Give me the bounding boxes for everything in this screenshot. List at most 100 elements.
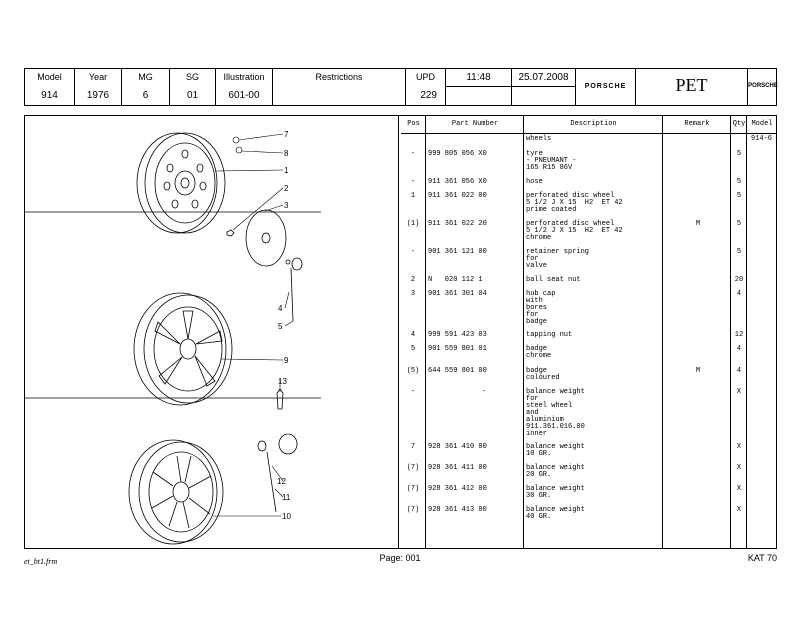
illustration-label: Illustration [223,72,265,82]
row-qty: 20 [734,276,744,284]
row-qty: 4 [736,345,742,353]
cast-wheel-drawing [128,433,298,545]
row-pos: (7) [406,485,420,493]
row-qty: 4 [736,290,742,298]
header-model-cell: Model 914 [25,69,75,105]
row-qty: X [736,464,742,472]
footer-catalog: KAT 70 [747,553,777,563]
callout-2: 2 [284,184,289,193]
header-upd-cell: UPD 229 [406,69,446,105]
row-qty: 5 [736,220,742,228]
row-remark: M [695,367,701,375]
header-brand-left-cell: PORSCHE [576,69,636,105]
pos-column [401,116,426,548]
row-pos: (7) [406,506,420,514]
header-sg-cell: SG 01 [170,69,216,105]
remark-column [663,116,731,548]
upd-value: 229 [420,90,437,101]
callout-3: 3 [284,201,289,210]
row-pos: 7 [410,443,416,451]
row-part-number: 644 559 801 00 [428,367,487,375]
row-pos: 5 [410,345,416,353]
row-part-number: 911 361 022 00 [428,192,487,200]
porsche-logo-right: PORSCHE [748,83,778,89]
row-description: balance weight 10 GR. [526,443,585,458]
row-part-number: 999 591 423 03 [428,331,487,339]
row-part-number: 999 805 056 X0 [428,150,487,158]
row-pos: - [410,150,416,158]
callout-1: 1 [284,166,289,175]
header-restrictions-cell: Restrictions [273,69,406,105]
parts-table: Pos Part Number Description Remark Qty M… [401,116,777,548]
row-part-number: 928 361 410 00 [428,443,487,451]
illustration-value: 601-00 [228,90,260,101]
row-remark: M [695,220,701,228]
row-qty: 5 [736,150,742,158]
header-time-cell: 11:48 [446,69,512,105]
row-part-number: 928 361 413 00 [428,506,487,514]
row-description: balance weight for steel wheel and alumi… [526,388,585,438]
row-description: ball seat nut [526,276,581,284]
callout-7: 7 [284,130,289,139]
footer-form-name: et_bt1.frm [24,557,58,566]
qty-column [731,116,747,548]
row-qty: X [736,485,742,493]
row-qty: 5 [736,248,742,256]
header-model: Model [751,120,773,128]
row-part-number: 928 361 412 00 [428,485,487,493]
main-frame: 7 8 1 2 3 4 5 9 13 12 11 10 Pos Part Num… [24,115,777,549]
row-qty: 4 [736,367,742,375]
footer-page-number: Page: 001 [379,553,421,563]
header-mg-cell: MG 6 [122,69,170,105]
row-pos: - [410,248,416,256]
row-qty: 5 [736,192,742,200]
row-pos: (1) [406,220,420,228]
header-year-cell: Year 1976 [75,69,122,105]
row-qty: X [736,443,742,451]
header-bar: Model 914 Year 1976 MG 6 SG 01 Illustrat… [24,68,778,106]
upd-label: UPD [415,72,435,82]
row-part-number: 901 361 301 04 [428,290,487,298]
porsche-logo-left: PORSCHE [584,83,627,90]
row-qty: 5 [736,178,742,186]
callout-leader-lines [213,133,294,517]
callout-12: 12 [277,477,286,486]
header-illustration-cell: Illustration 601-00 [216,69,273,105]
row-description: retainer spring for valve [526,248,590,270]
sg-label: SG [185,72,199,82]
row-part-number: 901 559 801 01 [428,345,487,353]
row-pos: 3 [410,290,416,298]
callout-4: 4 [278,304,283,313]
steel-wheel-drawing [25,132,321,234]
callout-9: 9 [284,356,289,365]
header-description: Description [570,120,617,128]
row-description: perforated disc wheel 5 1/2 J X 15 H2 ET… [526,220,623,242]
row-description: wheels [526,135,552,143]
row-pos: - [410,388,416,396]
row-part-number: 928 361 411 00 [428,464,487,472]
part-number-column [426,116,524,548]
row-description: balance weight 40 GR. [526,506,585,521]
header-date-cell: 25.07.2008 [512,69,576,105]
mg-value: 6 [142,90,149,101]
row-description: balance weight 20 GR. [526,464,585,479]
wheel-diagram: 7 8 1 2 3 4 5 9 13 12 11 10 [25,130,321,545]
callout-5: 5 [278,322,283,331]
hub-cap-drawing [226,209,303,322]
app-name: PET [675,75,708,95]
mg-label: MG [138,72,153,82]
row-pos: (7) [406,464,420,472]
row-part-number: 911 361 056 X0 [428,178,487,186]
time-value: 11:48 [466,72,491,83]
row-part-number: 911 361 022 20 [428,220,487,228]
callout-8: 8 [284,149,289,158]
row-qty: X [736,388,742,396]
header-pos: Pos [407,120,420,128]
row-pos: 1 [410,192,416,200]
callout-13: 13 [278,377,287,386]
model-value: 914 [41,90,58,101]
row-description: badge coloured [526,367,560,382]
row-pos: (5) [406,367,420,375]
date-value: 25.07.2008 [518,72,569,83]
row-description: tapping nut [526,331,573,339]
